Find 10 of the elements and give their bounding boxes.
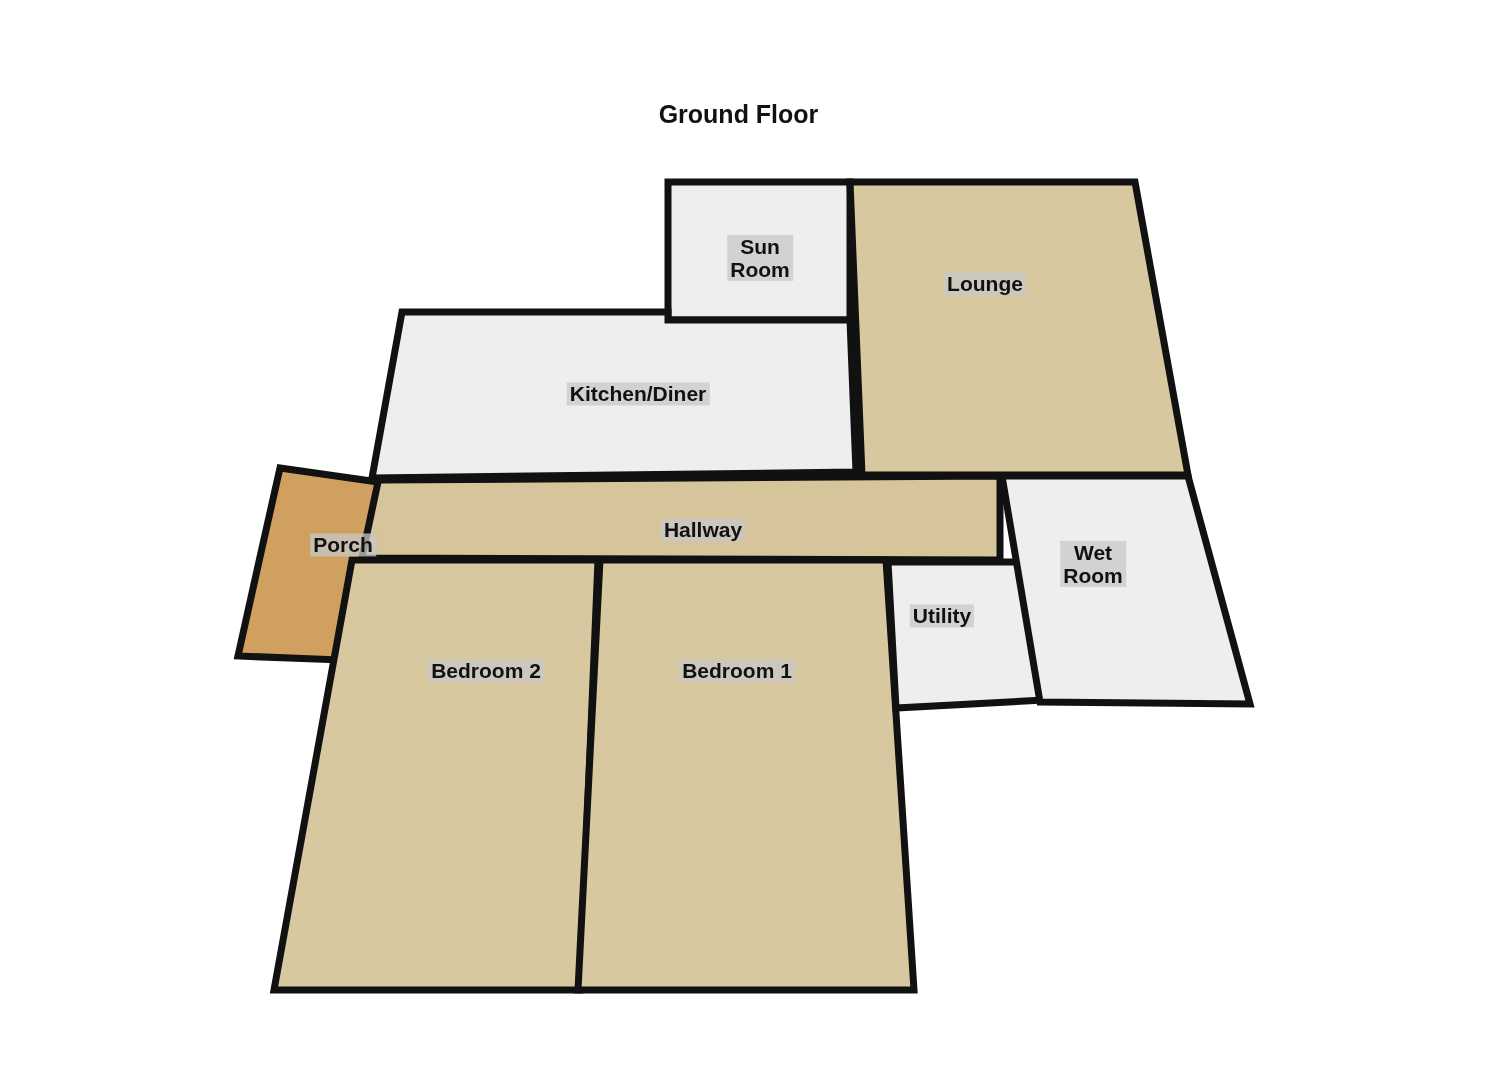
room-label: Lounge (944, 272, 1026, 296)
room-label: Utility (909, 604, 975, 628)
room-label: Wet Room (1060, 540, 1126, 588)
room-label: Hallway (660, 518, 746, 542)
floor-plan-title: Ground Floor (657, 100, 820, 129)
room-label: Bedroom 2 (428, 659, 544, 683)
room-label: Sun Room (727, 234, 793, 282)
room-label: Porch (310, 533, 376, 557)
room-label: Bedroom 1 (679, 659, 795, 683)
room-label: Kitchen/Diner (566, 382, 710, 406)
